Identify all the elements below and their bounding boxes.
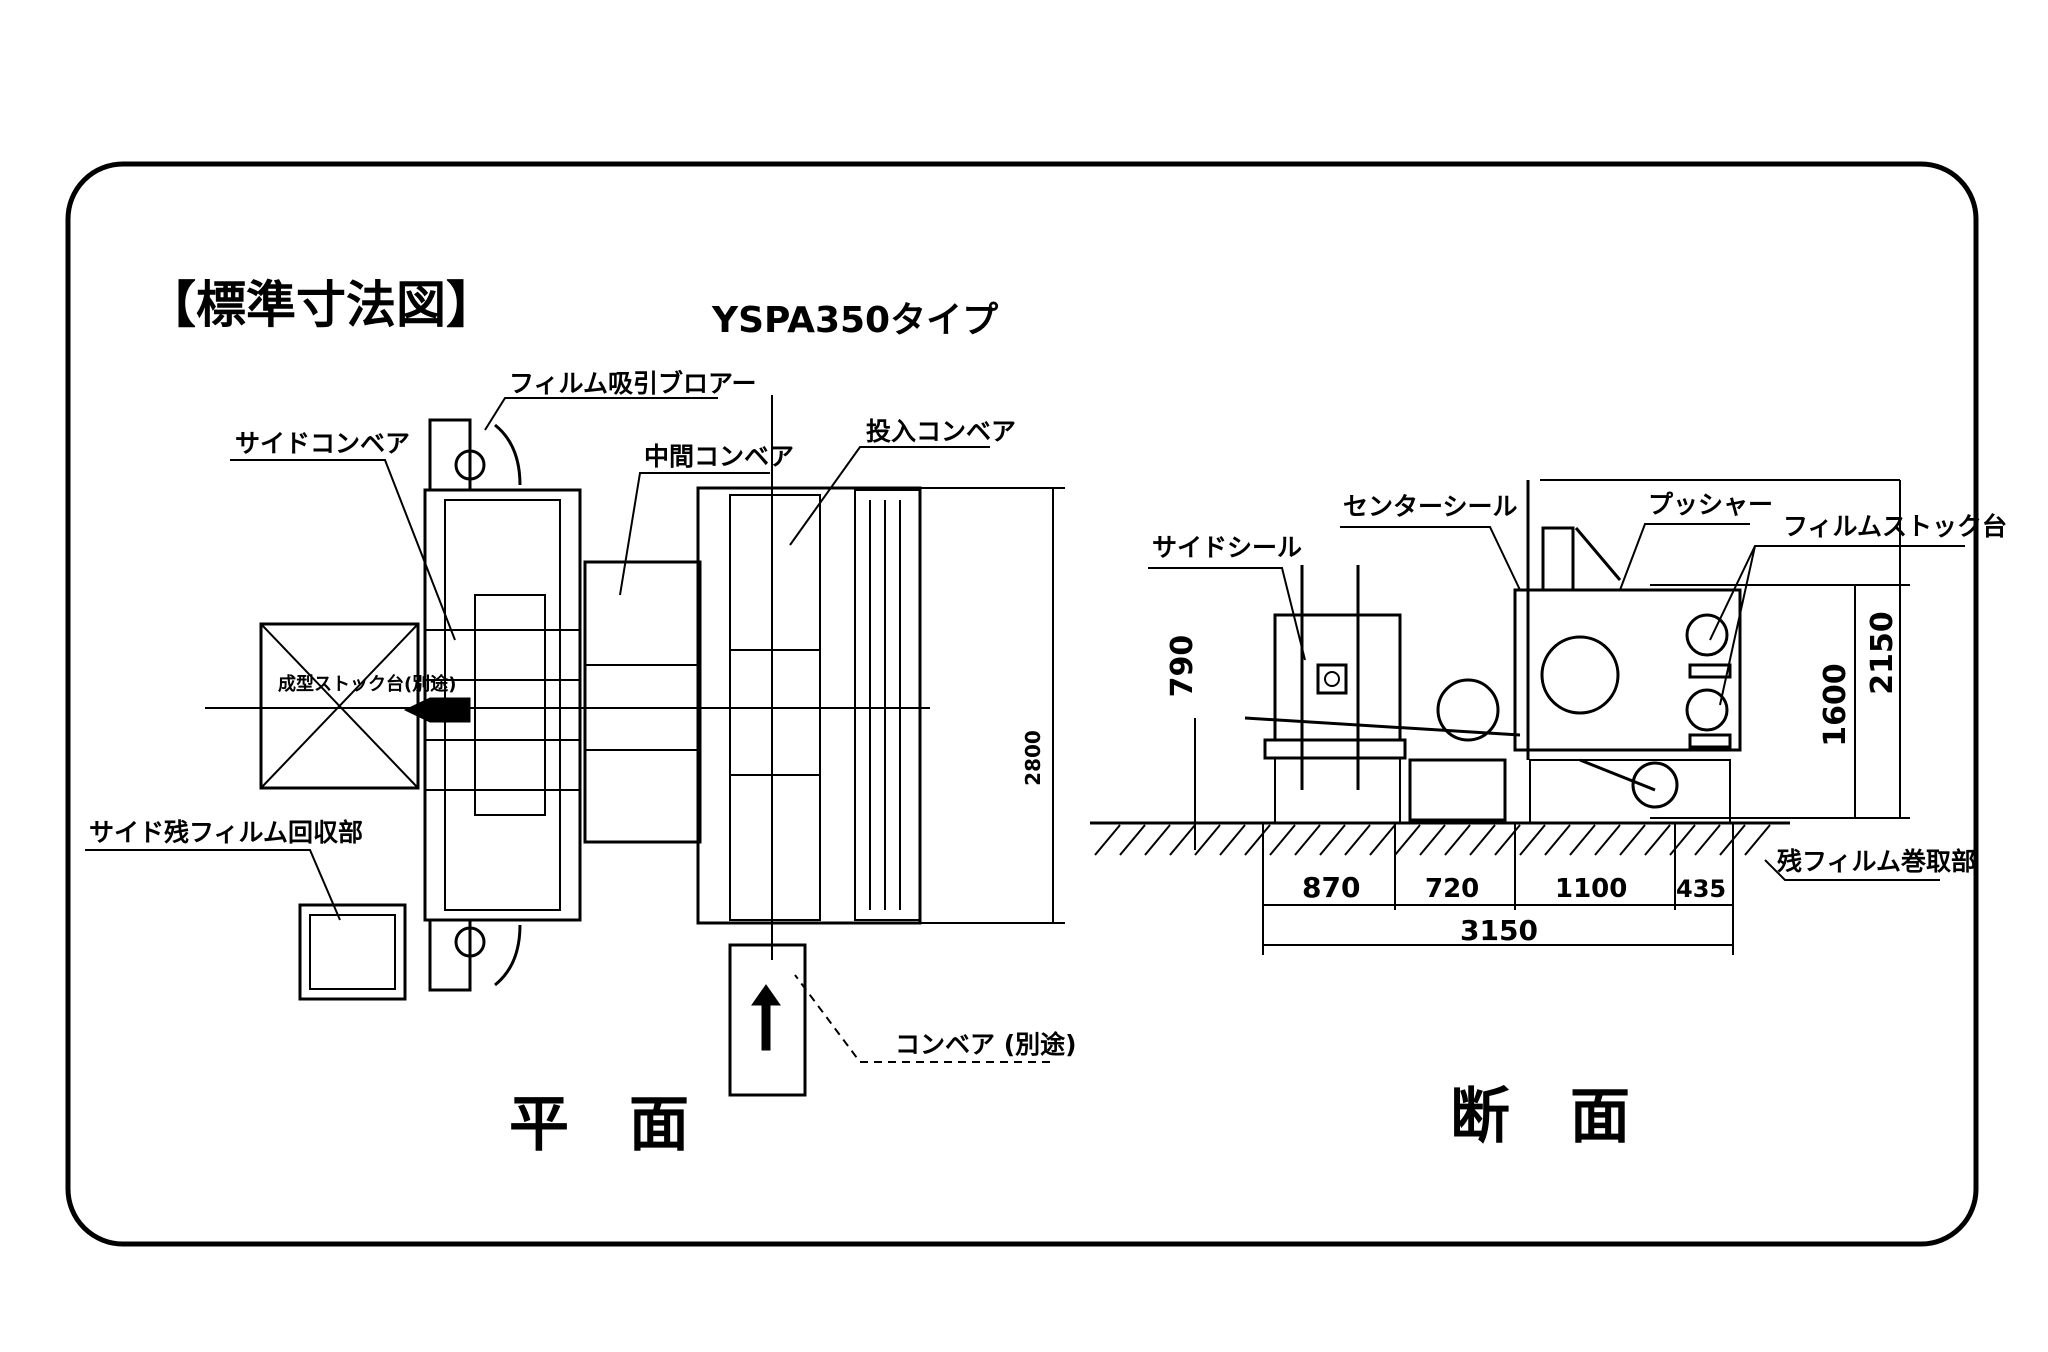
stock-table-label: 成型ストック台(別途) — [278, 673, 456, 695]
label-film-stock-table: フィルムストック台 — [1783, 512, 2007, 541]
arrow-up-icon — [751, 984, 781, 1051]
side-seal-unit — [1263, 565, 1407, 824]
section-view: 790 1600 2150 870 720 1100 435 3150 サイドシ… — [1090, 479, 2007, 1152]
middle-conveyor — [583, 560, 702, 844]
label-pusher: プッシャー — [1648, 490, 1773, 519]
ground-hatch — [1094, 824, 1771, 856]
infeed-conveyor — [696, 486, 922, 925]
dimension-435: 435 — [1676, 875, 1726, 903]
model-name: YSPA350タイプ — [711, 300, 998, 341]
label-film-winder: 残フィルム巻取部 — [1777, 847, 1976, 876]
label-center-seal: センターシール — [1343, 492, 1518, 521]
label-side-film-recovery: サイド残フィルム回収部 — [89, 818, 363, 847]
section-view-caption: 断 面 — [1450, 1082, 1630, 1152]
arrow-left-icon — [403, 697, 471, 723]
outside-conveyor — [728, 943, 807, 1097]
frame-box — [1408, 758, 1507, 822]
dimension-3150: 3150 — [1460, 914, 1538, 947]
dimension-870: 870 — [1302, 871, 1360, 904]
dimension-1600: 1600 — [1818, 663, 1853, 747]
label-side-seal: サイドシール — [1152, 533, 1302, 562]
label-film-suction-blower: フィルム吸引ブロアー — [509, 369, 757, 398]
label-middle-conveyor: 中間コンベア — [644, 442, 794, 471]
dimension-1100: 1100 — [1555, 874, 1627, 904]
label-conveyor-separate: コンベア (別途) — [895, 1030, 1077, 1059]
dimension-790: 790 — [1165, 635, 1200, 698]
plan-view: 成型ストック台(別途) — [85, 369, 1077, 1160]
side-conveyor-unit — [423, 418, 582, 992]
stock-table: 成型ストック台(別途) — [259, 622, 456, 790]
dimension-720: 720 — [1425, 874, 1479, 904]
center-seal-unit — [1436, 480, 1742, 824]
side-film-recovery-box — [298, 903, 407, 1001]
label-infeed-conveyor: 投入コンベア — [866, 417, 1016, 446]
drawing-frame — [65, 161, 1979, 1247]
drawing-title: 【標準寸法図】 — [146, 276, 496, 334]
dimension-2800: 2800 — [1021, 730, 1045, 786]
dimension-2150: 2150 — [1865, 611, 1900, 695]
plan-view-caption: 平 面 — [509, 1090, 689, 1160]
film-stock-rolls — [1685, 613, 1732, 749]
label-side-conveyor: サイドコンベア — [235, 429, 410, 458]
